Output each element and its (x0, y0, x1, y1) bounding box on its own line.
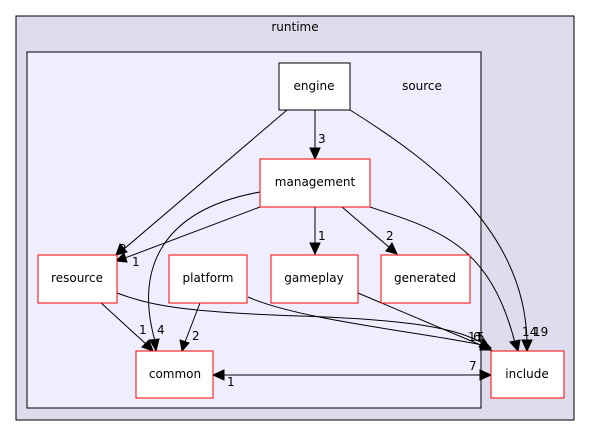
edge-resource-common (99, 301, 147, 345)
edge-management-common-arrow (149, 338, 160, 353)
edge-engine-include (349, 109, 528, 343)
edge-engine-include-arrow (521, 339, 533, 353)
edge-label-platform-include: 5 (477, 330, 485, 344)
node-common[interactable]: common (135, 350, 214, 399)
edge-label-common-include: 7 (469, 359, 477, 373)
edge-label-platform-common: 2 (192, 329, 200, 343)
edge-management-common (148, 191, 261, 342)
edge-label-resource-common: 1 (139, 323, 147, 337)
node-gameplay[interactable]: gameplay (270, 254, 359, 304)
edge-resource-include (116, 292, 483, 344)
cluster-runtime-label: runtime (271, 20, 318, 34)
edge-common-include-arrow (479, 369, 493, 381)
edge-gameplay-include-arrow (479, 340, 493, 351)
cluster-source-label: source (402, 79, 442, 93)
node-platform-label: platform (183, 271, 234, 285)
edge-resource-common-arrow (141, 339, 154, 352)
edge-label-management-gameplay: 1 (318, 229, 326, 243)
edge-platform-common (184, 302, 201, 343)
edge-engine-management-arrow (309, 147, 321, 161)
node-include-label: include (505, 367, 548, 381)
node-management[interactable]: management (259, 158, 371, 208)
edge-platform-include (247, 296, 483, 346)
edge-label-management-include: 19 (533, 325, 548, 339)
node-resource[interactable]: resource (37, 254, 118, 304)
node-common-label: common (149, 367, 201, 381)
edge-platform-common-arrow (179, 339, 190, 353)
edge-label-engine-resource: 2 (119, 242, 127, 256)
edge-label-include-common: 1 (227, 375, 235, 389)
node-engine-label: engine (294, 79, 335, 93)
edge-management-gameplay-arrow (309, 242, 321, 256)
edge-label-resource-include: 11 (468, 330, 483, 344)
edge-label-gameplay-include: 6 (473, 330, 481, 344)
node-platform[interactable]: platform (168, 254, 248, 304)
cluster-source (26, 51, 482, 409)
edge-management-resource-arrow (114, 252, 128, 263)
edge-management-generated-arrow (385, 242, 398, 255)
edge-label-management-generated: 2 (386, 229, 394, 243)
node-include[interactable]: include (490, 350, 565, 399)
edge-label-management-common: 4 (157, 323, 165, 337)
edge-management-include-arrow (509, 339, 521, 353)
node-gameplay-label: gameplay (284, 271, 343, 285)
edge-management-include (369, 206, 516, 344)
edge-label-management-resource: 1 (132, 255, 140, 269)
node-management-label: management (275, 175, 356, 189)
edge-gameplay-include (357, 292, 484, 347)
edge-include-common-arrow (211, 369, 225, 381)
edge-label-engine-management: 3 (318, 132, 326, 146)
edge-label-engine-include: 14 (522, 325, 537, 339)
node-engine[interactable]: engine (278, 62, 351, 111)
edge-management-generated (341, 206, 391, 249)
edge-engine-resource (123, 109, 288, 250)
node-generated[interactable]: generated (380, 254, 471, 304)
node-generated-label: generated (394, 271, 456, 285)
edge-management-resource (124, 206, 261, 259)
node-resource-label: resource (51, 271, 103, 285)
